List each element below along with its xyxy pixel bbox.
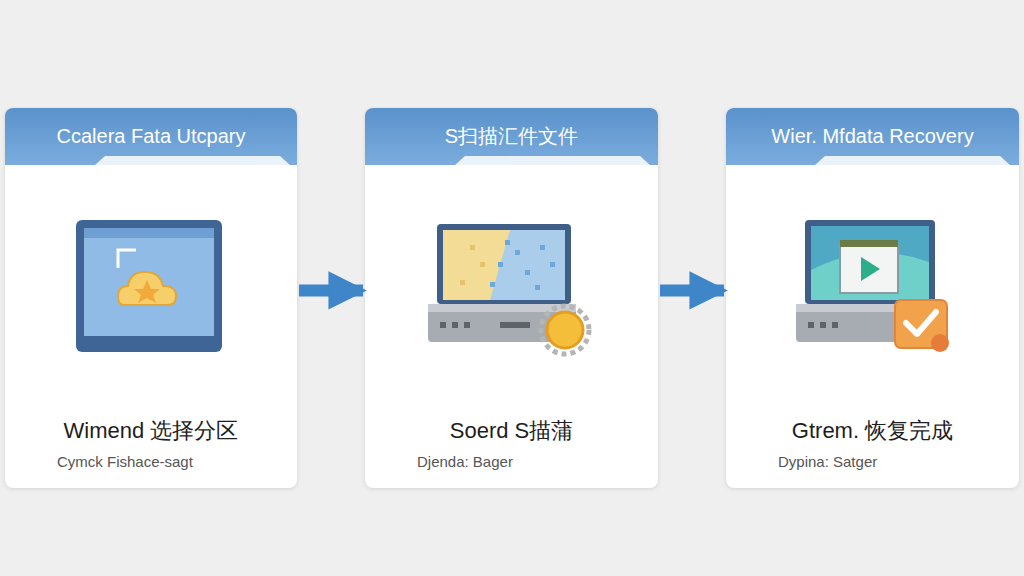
step-title: Soerd S描蒲 xyxy=(365,416,658,446)
gear-icon xyxy=(547,312,583,348)
base-slots xyxy=(808,322,838,328)
badge-dot xyxy=(931,334,949,352)
cloud-icon xyxy=(118,272,176,305)
base-slots xyxy=(440,322,530,328)
laptop-base-top xyxy=(428,304,576,312)
laptop-frame xyxy=(437,224,571,304)
step-card: Ccalera Fata UtcparyWimend 选择分区 Cymck Fis… xyxy=(5,108,297,488)
header-strip xyxy=(95,156,1010,165)
flow-arrow xyxy=(299,284,363,296)
laptop-screen xyxy=(443,230,565,300)
play-icon xyxy=(861,257,880,281)
flow-connector-group xyxy=(660,290,724,291)
scan-area xyxy=(443,230,510,300)
screen-wave xyxy=(811,253,929,300)
flow-connector-group xyxy=(299,290,363,291)
screen-bar xyxy=(84,228,214,238)
video-bar xyxy=(840,240,898,247)
star-icon xyxy=(134,280,160,303)
card-header: Wier. Mfdata Recovery xyxy=(726,108,1019,165)
step-title: Wimend 选择分区 xyxy=(5,416,297,446)
header-tear xyxy=(815,156,1010,165)
step-card: Wier. Mfdata RecoveryGtrem. 恢复完成 Dypina: … xyxy=(726,108,1019,488)
monitor-icon xyxy=(76,220,222,352)
flow-arrow xyxy=(660,284,724,296)
laptop-base xyxy=(428,304,576,342)
card-header: S扫描汇件文件 xyxy=(365,108,658,165)
step-subtitle: Cymck Fishace-sagt xyxy=(5,453,297,470)
laptop-icon xyxy=(428,224,589,354)
scan-dots xyxy=(460,245,485,285)
step-card: S扫描汇件文件 Soerd S描蒲 Djenda: Bager xyxy=(365,108,658,488)
scan-dots xyxy=(490,240,555,290)
laptop-screen xyxy=(811,226,929,300)
monitor-frame xyxy=(76,220,222,352)
gear-teeth xyxy=(541,306,589,354)
header-tear xyxy=(455,156,650,165)
laptop-frame xyxy=(805,220,935,304)
check-mark xyxy=(906,312,936,334)
step-subtitle: Dypina: Satger xyxy=(726,453,1019,470)
step-title: Gtrem. 恢复完成 xyxy=(726,416,1019,446)
laptop-base xyxy=(796,304,944,342)
card-header: Ccalera Fata Utcpary xyxy=(5,108,297,165)
corner-mark xyxy=(118,250,136,268)
monitor-screen xyxy=(84,228,214,336)
header-tear xyxy=(95,156,290,165)
laptop-icon xyxy=(796,220,949,352)
step-subtitle: Djenda: Bager xyxy=(365,453,658,470)
check-badge xyxy=(895,300,947,348)
laptop-base-top xyxy=(796,304,944,312)
video-window xyxy=(840,245,898,293)
